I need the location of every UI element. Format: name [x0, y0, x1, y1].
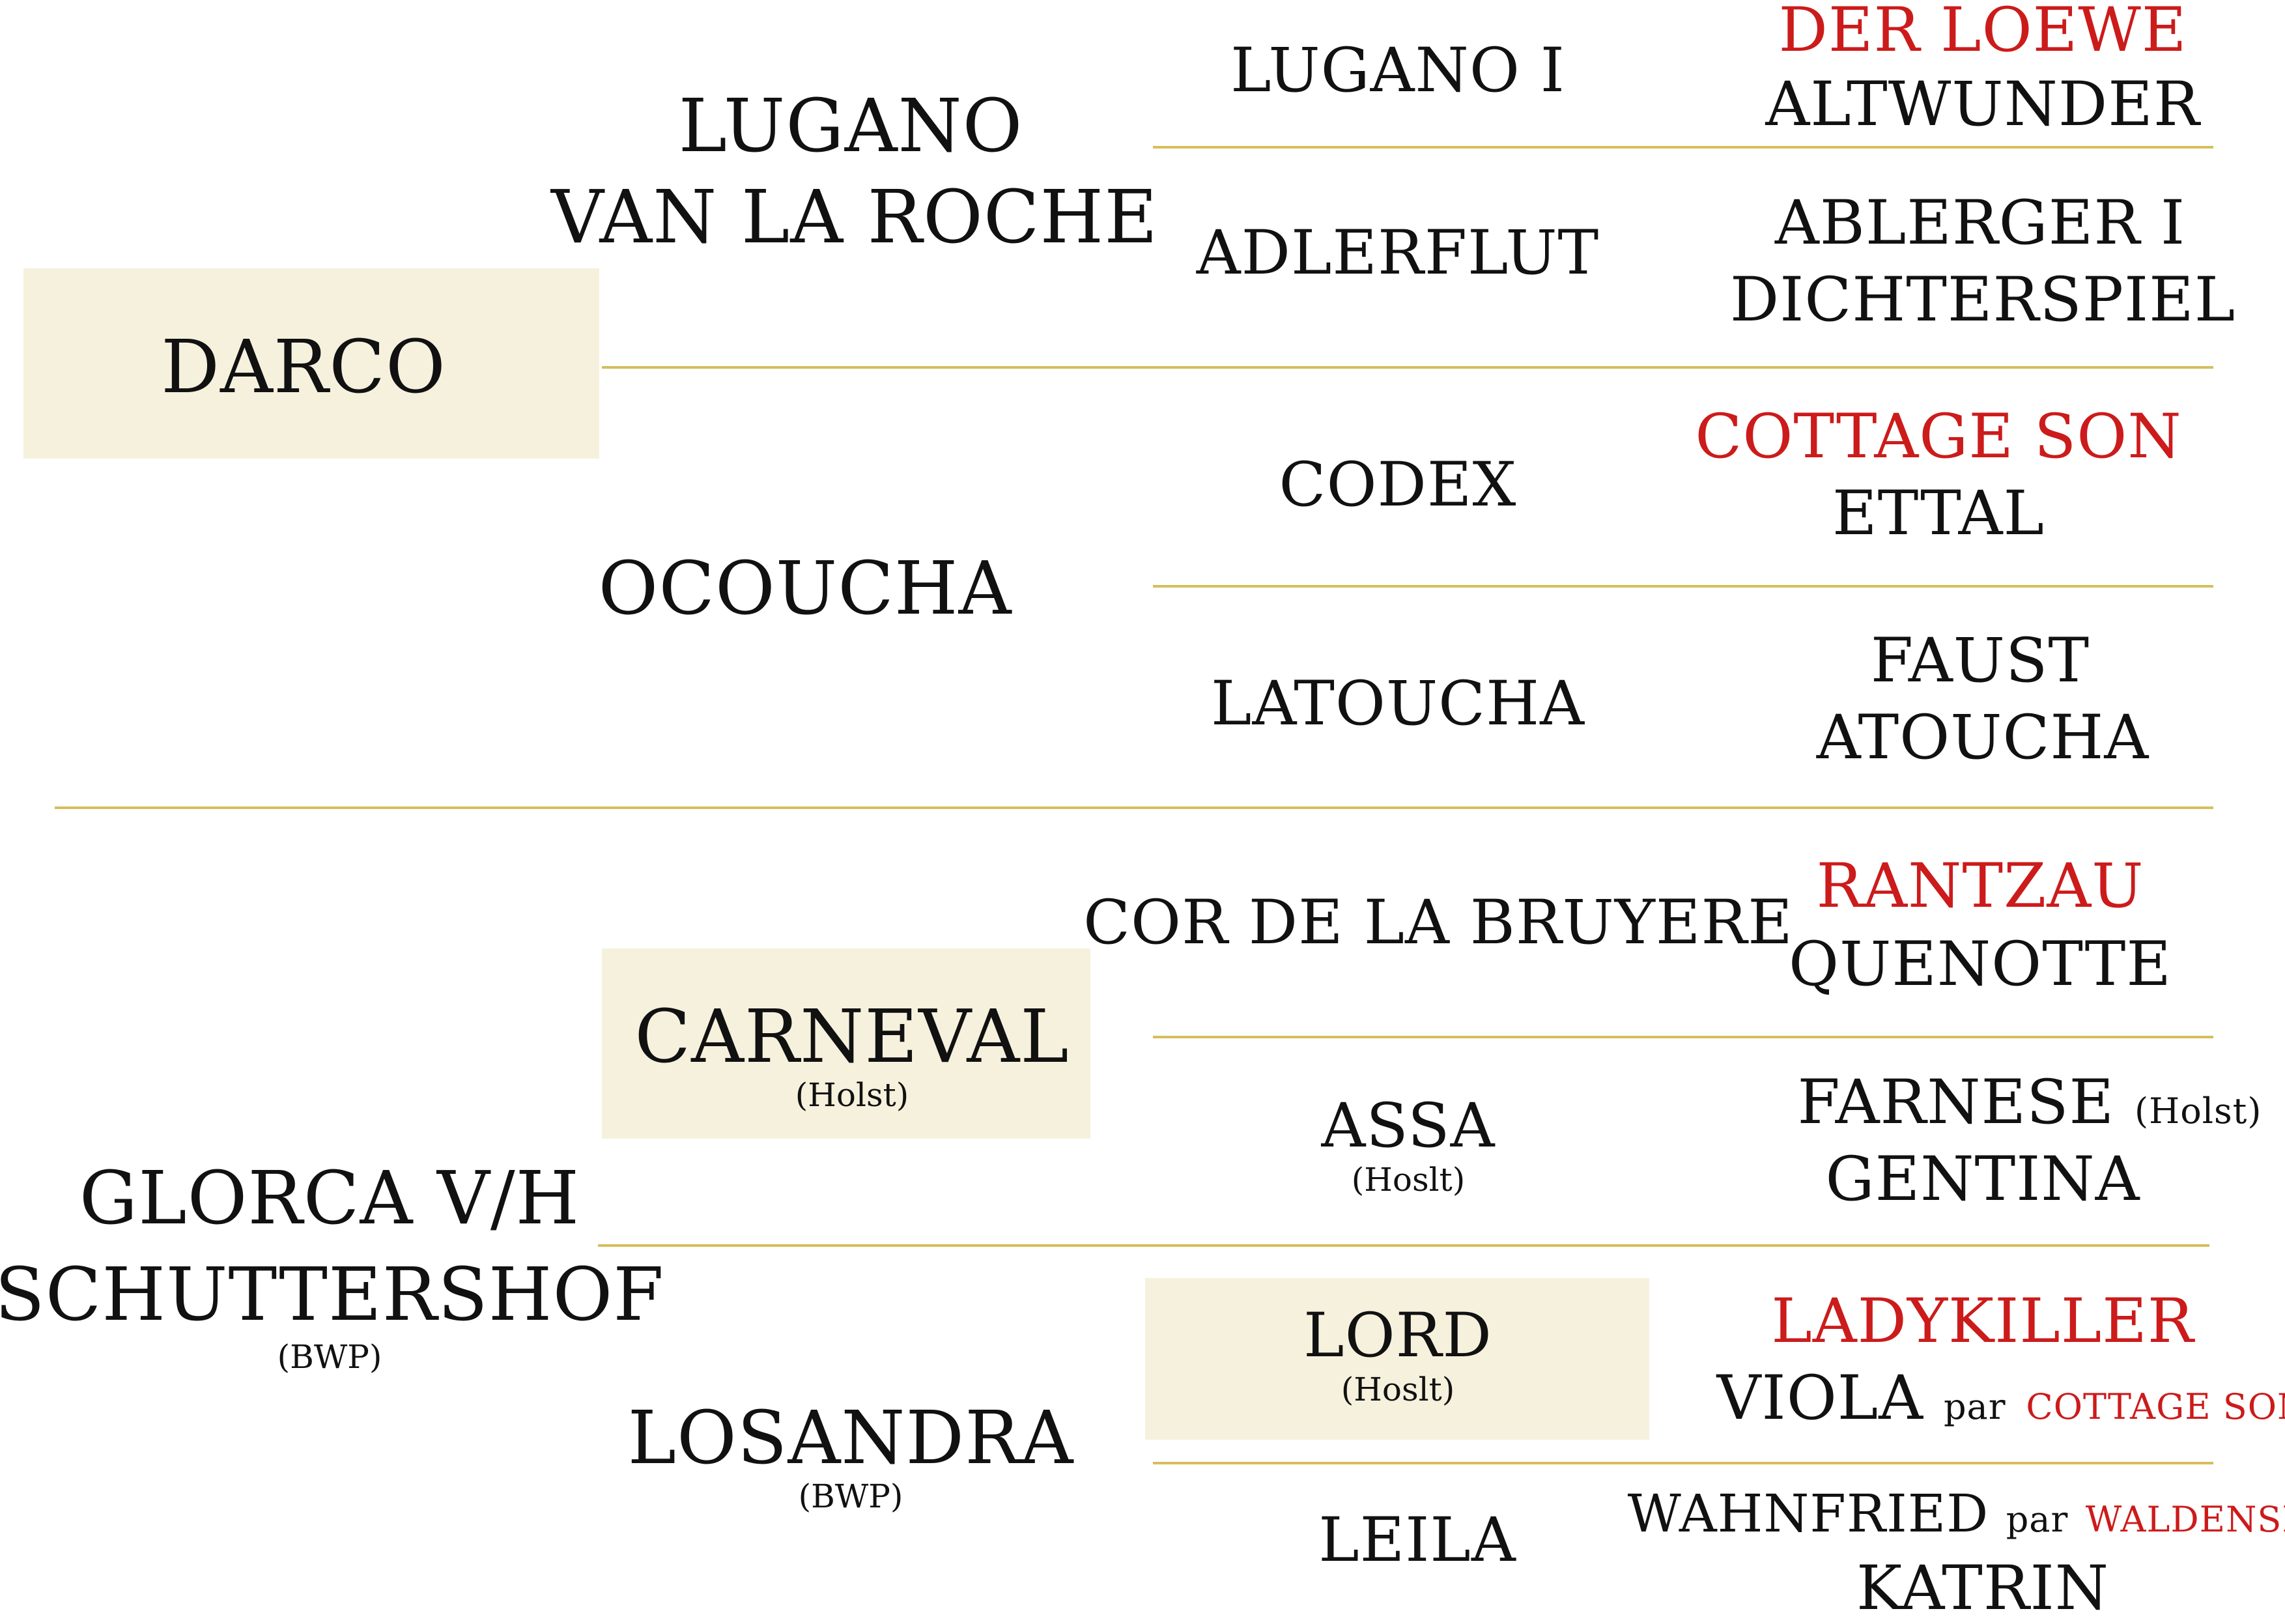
rantzau-name: RANTZAU — [1816, 851, 2144, 922]
dam-studbook: (BWP) — [277, 1338, 382, 1376]
lugano-i-name: LUGANO I — [1230, 35, 1565, 106]
farnese-studbook: (Holst) — [2135, 1090, 2262, 1132]
wahnfried-name: WAHNFRIED — [1627, 1483, 1989, 1544]
assa-name: ASSA — [1321, 1090, 1496, 1161]
wahnfried-par-waldenser: WALDENSER — [2085, 1499, 2285, 1540]
farnese-name: FARNESE — [1797, 1067, 2115, 1138]
lord-studbook: (Hoslt) — [1341, 1371, 1455, 1408]
ettal-name: ETTAL — [1832, 478, 2045, 549]
viola-par-cottage-son: COTTAGE SON — [2026, 1386, 2285, 1427]
viola-entry: VIOLA par COTTAGE SON — [1717, 1368, 2285, 1429]
divider-sire-dam — [55, 806, 2213, 809]
sire-highlight-box — [23, 268, 599, 459]
viola-par-word: par — [1943, 1386, 2006, 1427]
cottage-son-name: COTTAGE SON — [1695, 401, 2182, 472]
latoucha-name: LATOUCHA — [1211, 668, 1585, 739]
dam-name-line1: GLORCA V/H — [79, 1156, 580, 1241]
losandra-name: LOSANDRA — [627, 1396, 1074, 1481]
ocoucha-name: OCOUCHA — [598, 547, 1012, 631]
viola-name: VIOLA — [1716, 1363, 1924, 1434]
divider-dam-branches — [598, 1244, 2209, 1247]
gentina-name: GENTINA — [1825, 1144, 2140, 1215]
leila-name: LEILA — [1318, 1505, 1516, 1576]
farnese-entry: FARNESE (Holst) — [1798, 1072, 2262, 1133]
divider-codex-latoucha — [1153, 585, 2213, 588]
codex-name: CODEX — [1279, 449, 1517, 520]
altwunder-name: ALTWUNDER — [1765, 69, 2200, 140]
faust-name: FAUST — [1870, 625, 2090, 696]
quenotte-name: QUENOTTE — [1789, 929, 2172, 1000]
wahnfried-entry: WAHNFRIED par WALDENSER — [1628, 1488, 2285, 1540]
der-loewe-name: DER LOEWE — [1778, 0, 2187, 66]
divider-sire-branches — [602, 366, 2213, 369]
katrin-name: KATRIN — [1856, 1553, 2110, 1624]
losandra-studbook: (BWP) — [798, 1477, 903, 1515]
carneval-name: CARNEVAL — [634, 995, 1070, 1079]
atoucha-name: ATOUCHA — [1816, 702, 2150, 773]
ladykiller-name: LADYKILLER — [1771, 1286, 2194, 1357]
divider-lugano-i-adlerflut — [1153, 146, 2213, 149]
dam-name-line2: SCHUTTERSHOF — [0, 1253, 664, 1337]
lord-name: LORD — [1303, 1300, 1492, 1371]
lugano-name-line2: VAN LA ROCHE — [551, 175, 1158, 260]
lord-highlight-box — [1145, 1278, 1649, 1440]
cor-de-la-bruyere-name: COR DE LA BRUYERE — [1083, 887, 1793, 958]
carneval-studbook: (Holst) — [795, 1076, 909, 1114]
sire-name: DARCO — [161, 325, 446, 410]
wahnfried-par-word: par — [2006, 1499, 2069, 1540]
carneval-highlight-box — [602, 948, 1090, 1139]
divider-cor-assa — [1153, 1036, 2213, 1038]
dichterspiel-name: DICHTERSPIEL — [1729, 264, 2236, 335]
ablerger-i-name: ABLERGER I — [1774, 188, 2186, 259]
adlerflut-name: ADLERFLUT — [1196, 218, 1600, 289]
lugano-name-line1: LUGANO — [678, 84, 1023, 169]
assa-studbook: (Hoslt) — [1351, 1161, 1466, 1199]
divider-lord-leila — [1153, 1462, 2213, 1464]
